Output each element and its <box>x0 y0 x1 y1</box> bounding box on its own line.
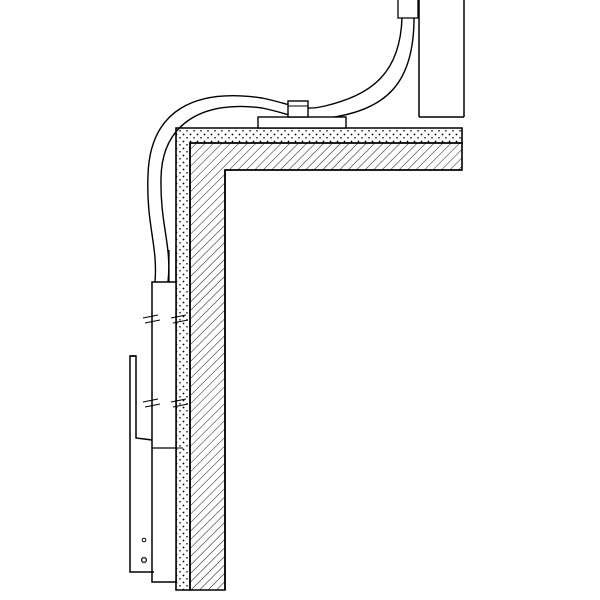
room-interior-edge <box>224 169 462 590</box>
cable-conduit <box>147 17 415 283</box>
cable-gland <box>287 100 309 118</box>
mounting-bracket <box>129 355 154 573</box>
cable-terminal <box>397 0 419 19</box>
bracket-bolt <box>141 556 148 563</box>
bracket-bolt <box>141 537 147 543</box>
vertical-duct <box>418 0 465 118</box>
wall-mounted-box <box>151 250 183 583</box>
break-marks <box>142 314 189 408</box>
mounting-plate <box>257 116 347 129</box>
wall-structure <box>189 142 463 591</box>
